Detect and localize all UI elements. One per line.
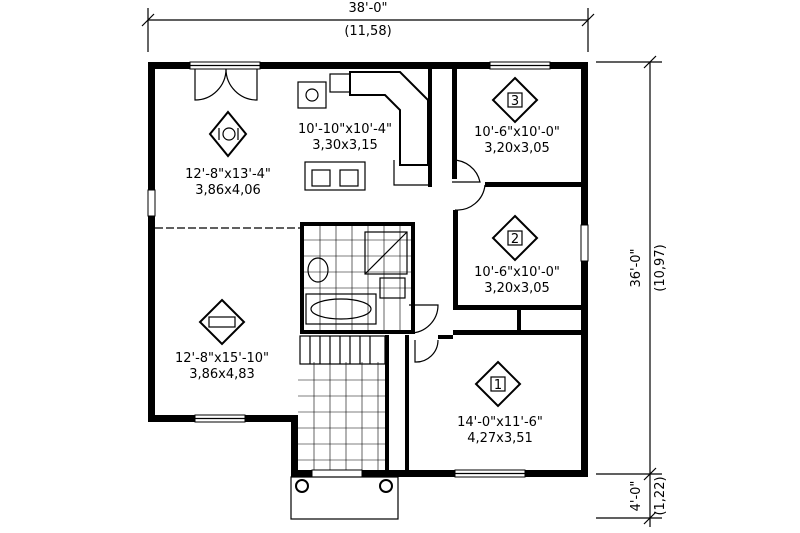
floor-tiles: [298, 226, 411, 470]
kitchen-size-metric: 3,30x3,15: [312, 138, 378, 153]
kitchen-size-imperial: 10'-10"x10'-4": [298, 122, 392, 137]
windows: [147, 61, 589, 478]
dining-icon: [208, 110, 248, 158]
bed-3-number: 3: [511, 94, 519, 109]
living-size-imperial: 12'-8"x15'-10": [175, 351, 269, 366]
overall-width-metric: (11,58): [344, 24, 391, 39]
bedroom3-size-imperial: 10'-6"x10'-0": [474, 125, 560, 140]
bedroom3-size-metric: 3,20x3,05: [484, 141, 550, 156]
dimension-lines: [141, 8, 662, 527]
bed-1-number: 1: [494, 378, 502, 393]
bedroom2-size-metric: 3,20x3,05: [484, 281, 550, 296]
kitchen-counters: [297, 71, 429, 191]
doors: [194, 68, 486, 363]
bedroom1-size-metric: 4,27x3,51: [467, 431, 533, 446]
overall-depth-metric: (10,97): [653, 244, 668, 291]
porch-depth-imperial: 4'-0": [629, 481, 644, 512]
bed-1-icon: 1: [474, 360, 522, 408]
dining-size-imperial: 12'-8"x13'-4": [185, 167, 271, 182]
bed-3-icon: 3: [491, 76, 539, 124]
interior-walls: [155, 69, 585, 470]
porch-depth-metric: (1,22): [653, 476, 668, 515]
bathroom-fixtures: [305, 231, 408, 325]
bed-2-icon: 2: [491, 214, 539, 262]
bedroom2-size-imperial: 10'-6"x10'-0": [474, 265, 560, 280]
dining-size-metric: 3,86x4,06: [195, 183, 261, 198]
living-size-metric: 3,86x4,83: [189, 367, 255, 382]
front-porch: [290, 476, 399, 520]
bed-2-number: 2: [511, 232, 519, 247]
sofa-icon: [198, 298, 246, 346]
bedroom1-size-imperial: 14'-0"x11'-6": [457, 415, 543, 430]
basement-stair: [299, 335, 386, 365]
overall-depth-imperial: 36'-0": [629, 248, 644, 287]
overall-width-imperial: 38'-0": [348, 1, 387, 16]
